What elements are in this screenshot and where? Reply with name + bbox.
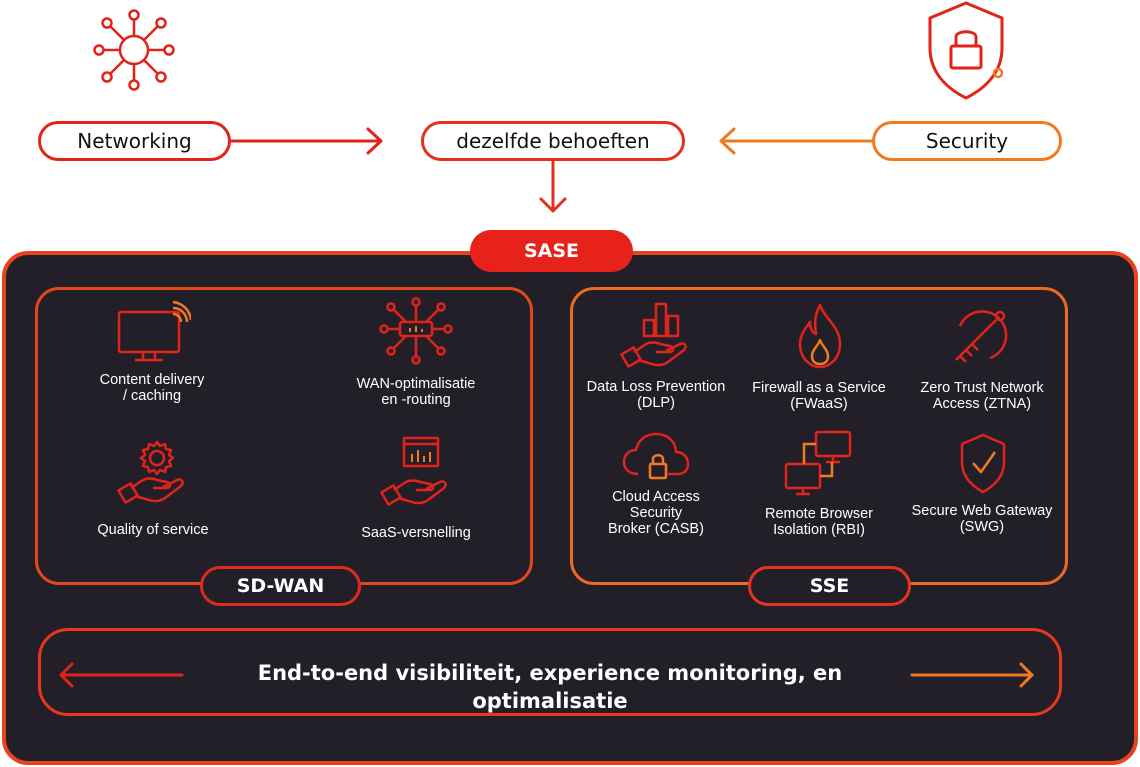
sase-label: SASE [523,240,580,262]
hand-gear-icon [117,440,184,504]
sse-label-pill: SSE [748,566,911,606]
sse-item-ztna: Zero Trust Network Access (ZTNA) [920,380,1044,412]
visibility-label: End-to-end visibiliteit, experience moni… [257,661,843,713]
networking-pill: Networking [38,121,231,161]
shield-lock-icon [928,1,1004,100]
sse-label: SSE [809,575,850,597]
network-chip-icon [379,297,453,365]
key-icon [955,310,1008,363]
arrow-right-icon [910,662,1034,688]
sase-pill: SASE [470,230,633,272]
arrow-left-icon [59,662,184,688]
visibility-bar [38,628,1062,716]
sdwan-item-quality-of-service: Quality of service [97,522,209,538]
sdwan-item-saas-acceleration: SaaS-versnelling [361,525,471,541]
sse-item-casb: Cloud Access Security Broker (CASB) [608,489,704,537]
hand-chart-icon [620,302,687,368]
networking-label: Networking [77,129,192,153]
sse-item-swg: Secure Web Gateway (SWG) [911,503,1053,535]
shared-needs-label: dezelfde behoeften [456,129,650,153]
sse-item-dlp: Data Loss Prevention (DLP) [586,379,726,411]
linked-screens-icon [784,430,852,496]
network-hub-icon [93,9,175,91]
hand-dashboard-icon [380,436,447,506]
sdwan-item-content-delivery: Content delivery / caching [99,372,205,404]
arrow-right-icon [230,127,383,155]
security-label: Security [925,129,1009,153]
security-pill: Security [872,121,1062,161]
sdwan-label-pill: SD-WAN [200,566,361,606]
flame-icon [798,303,842,369]
sdwan-label: SD-WAN [236,575,325,597]
monitor-wifi-icon [117,300,191,362]
sse-item-rbi: Remote Browser Isolation (RBI) [765,506,873,538]
cloud-lock-icon [622,432,690,480]
arrow-down-icon [539,160,567,213]
sdwan-item-wan-optimization: WAN-optimalisatie en -routing [356,376,476,408]
sse-item-fwaas: Firewall as a Service (FWaaS) [752,380,886,412]
arrow-left-icon [719,127,874,155]
shield-check-icon [960,433,1006,494]
shared-needs-pill: dezelfde behoeften [421,121,685,161]
